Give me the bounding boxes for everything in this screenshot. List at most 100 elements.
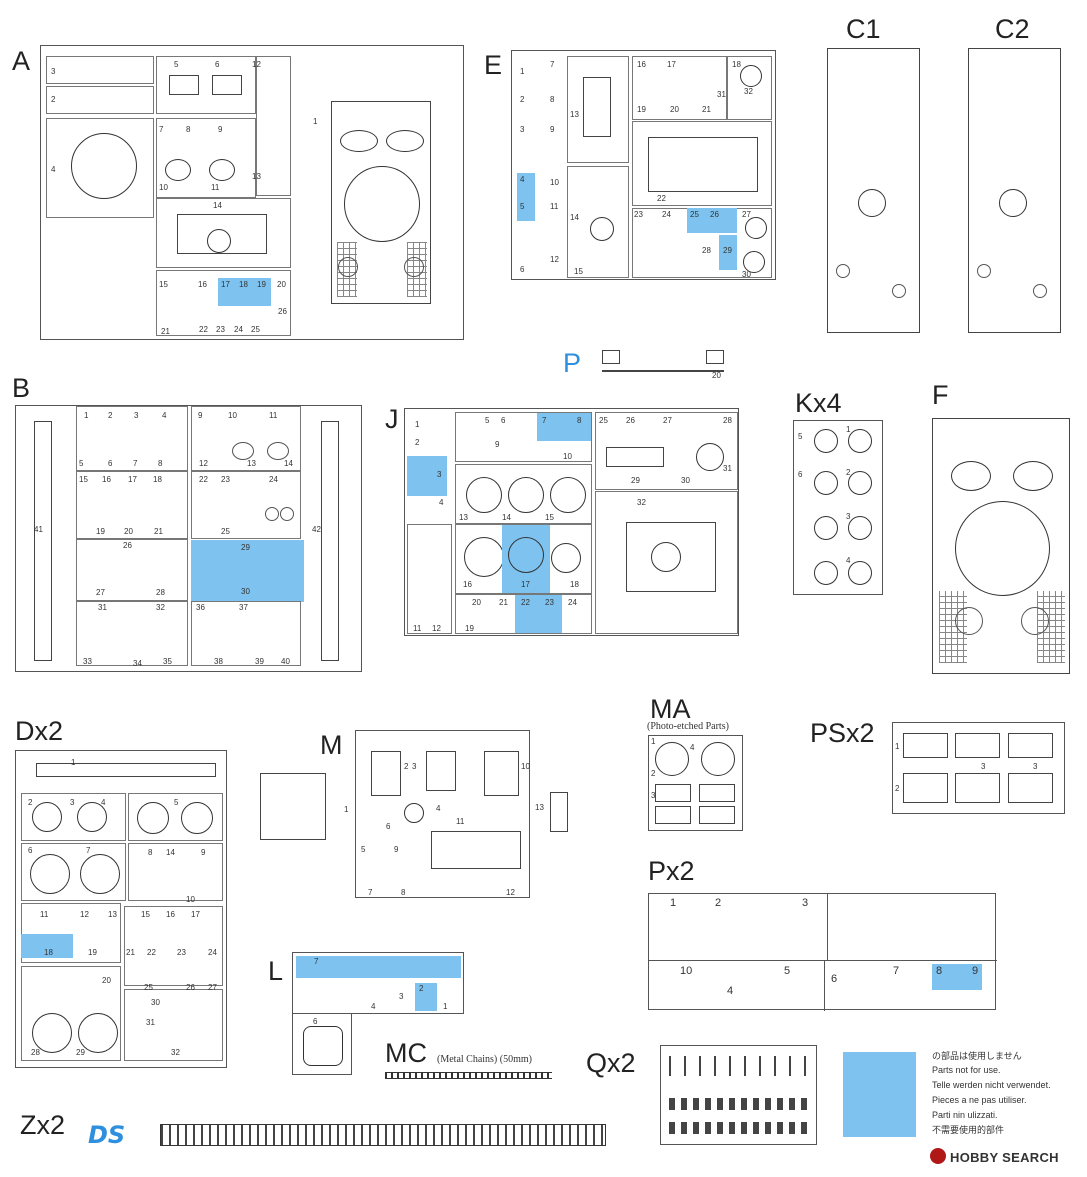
sprue-e-panel-18-32 [727,56,772,120]
px-num-4: 4 [727,985,734,997]
k-num-3: 3 [846,512,851,521]
c1-hull-side [827,48,920,333]
sprue-a-panel-7-11 [156,118,256,198]
j-num-24: 24 [568,598,577,607]
sprue-a: 1 2 3 4 5 6 7 8 9 10 11 12 13 14 15 16 1… [40,45,464,340]
b-num-38: 38 [214,657,223,666]
j-num-26: 26 [626,416,635,425]
k-num-6: 6 [798,470,803,479]
b-num-37: 37 [239,603,248,612]
d-num-15: 15 [141,910,150,919]
b-num-30: 30 [241,587,250,596]
hobby-search-watermark: HOBBY SEARCH [950,1150,1059,1165]
a-num-24: 24 [234,325,243,334]
p-num-20: 20 [712,371,721,380]
j-num-14: 14 [502,513,511,522]
d-num-12: 12 [80,910,89,919]
a-num-21: 21 [161,327,170,336]
d-num-5: 5 [174,798,179,807]
d-num-2: 2 [28,798,33,807]
e-num-20: 20 [670,105,679,114]
b-num-35: 35 [163,657,172,666]
b-num-33: 33 [83,657,92,666]
sprue-ma: 1 2 3 4 [648,735,743,831]
b-num-29: 29 [241,543,250,552]
e-num-13: 13 [570,110,579,119]
sprue-a-panel-2 [46,86,154,114]
b-num-23: 23 [221,475,230,484]
a-num-9: 9 [218,125,223,134]
px-num-5: 5 [784,965,791,977]
d-num-26: 26 [186,983,195,992]
sprue-m: 2 3 4 5 6 7 8 9 10 11 12 [355,730,530,898]
a-num-3: 3 [51,67,56,76]
b-num-8: 8 [158,459,163,468]
b-num-26: 26 [123,541,132,550]
m-num-5: 5 [361,845,366,854]
legend-unused-swatch [843,1052,916,1137]
k-num-5: 5 [798,432,803,441]
legend-line-zh: 不需要使用的部件 [932,1125,1005,1135]
d-num-17: 17 [191,910,200,919]
j-num-13: 13 [459,513,468,522]
d-num-28: 28 [31,1048,40,1057]
c2-hull-side [968,48,1061,333]
a-num-8: 8 [186,125,191,134]
b-num-6: 6 [108,459,113,468]
e-num-26: 26 [710,210,719,219]
e-num-1: 1 [520,67,525,76]
a-num-11: 11 [211,183,220,192]
m-num-11: 11 [456,817,465,826]
sprue-a-panel-12-13 [256,56,291,196]
b-num-31: 31 [98,603,107,612]
e-unused-29 [719,235,737,270]
sprue-e-panel-22 [632,121,772,206]
d-num-31: 31 [146,1018,155,1027]
sprue-label-ma: MA [650,694,691,724]
b-part-41 [34,421,52,661]
d-num-23: 23 [177,948,186,957]
a-num-12: 12 [252,60,261,69]
d-num-9: 9 [201,848,206,857]
j-num-7: 7 [542,416,547,425]
b-num-28: 28 [156,588,165,597]
sprue-e-panel-14-15 [567,166,629,278]
a-num-1: 1 [313,117,318,126]
l-unused-2 [415,983,437,1011]
b-num-36: 36 [196,603,205,612]
a-num-2: 2 [51,95,56,104]
px-unused-8-9 [932,964,982,990]
j-num-17: 17 [521,580,530,589]
b-num-19: 19 [96,527,105,536]
e-num-4: 4 [520,175,525,184]
sprue-b: 1 2 3 4 5 6 7 8 9 10 11 12 13 14 15 16 1… [15,405,362,672]
e-num-16: 16 [637,60,646,69]
l-num-1: 1 [443,1002,448,1011]
j-num-5: 5 [485,416,490,425]
d-num-3: 3 [70,798,75,807]
m-num-3: 3 [412,762,417,771]
d-num-29: 29 [76,1048,85,1057]
b-num-41: 41 [34,525,43,534]
d-num-30: 30 [151,998,160,1007]
j-num-28: 28 [723,416,732,425]
sprue-label-psx2: PSx2 [810,718,875,748]
j-num-4: 4 [439,498,444,507]
legend-line-it: Parti nin ulizzati. [932,1110,998,1120]
e-num-30: 30 [742,270,751,279]
a-num-5: 5 [174,60,179,69]
legend-line-fr: Pieces a ne pas utiliser. [932,1095,1027,1105]
j-num-23: 23 [545,598,554,607]
m-num-7: 7 [368,888,373,897]
e-num-5: 5 [520,202,525,211]
e-num-7: 7 [550,60,555,69]
b-num-9: 9 [198,411,203,420]
sprue-d: 1 2 3 4 5 6 7 8 9 10 11 12 13 14 15 16 1… [15,750,227,1068]
sprue-label-zx2: Zx2 [20,1110,66,1140]
j-num-6: 6 [501,416,506,425]
b-num-13: 13 [247,459,256,468]
ps-num-1: 1 [895,742,900,751]
b-num-40: 40 [281,657,290,666]
legend-line-de: Telle werden nicht verwendet. [932,1080,1051,1090]
b-num-15: 15 [79,475,88,484]
